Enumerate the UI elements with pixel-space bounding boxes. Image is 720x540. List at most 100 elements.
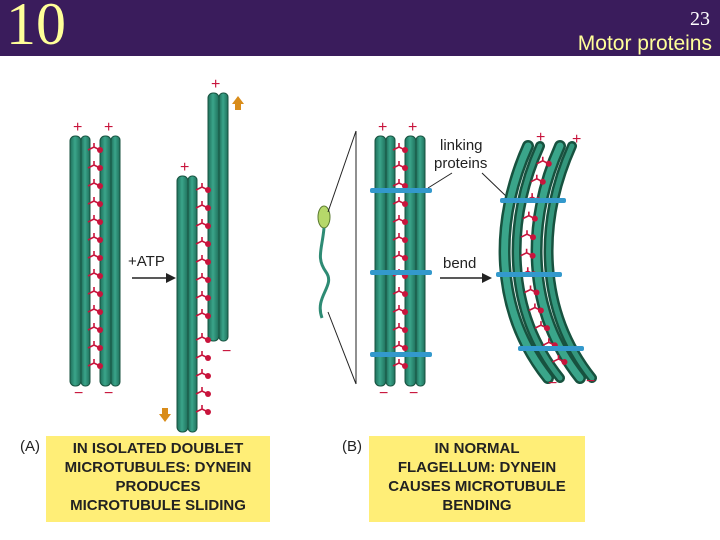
dynein-head bbox=[97, 345, 103, 351]
dynein-head bbox=[205, 391, 211, 397]
slide-number: 23 bbox=[690, 8, 710, 30]
dynein-head bbox=[97, 147, 103, 153]
dynein-head bbox=[97, 255, 103, 261]
dynein-head bbox=[402, 237, 408, 243]
linking-protein bbox=[370, 352, 432, 357]
dynein-head bbox=[97, 165, 103, 171]
linking-protein bbox=[370, 270, 432, 275]
dynein-head bbox=[205, 241, 211, 247]
dynein-head bbox=[545, 160, 552, 167]
dynein-head bbox=[531, 215, 538, 222]
microtubule-b1 bbox=[374, 135, 387, 387]
microtubule-slid-lower-2 bbox=[187, 175, 198, 433]
dynein-arms-a2 bbox=[195, 183, 211, 415]
dynein-head bbox=[539, 178, 546, 185]
dynein-head bbox=[402, 183, 408, 189]
dynein-head bbox=[402, 255, 408, 261]
dynein-head bbox=[205, 295, 211, 301]
caption-line: BENDING bbox=[442, 497, 512, 514]
microtubule-slid-lower-1 bbox=[176, 175, 189, 433]
minus-sign: − bbox=[586, 373, 595, 390]
dynein-head bbox=[205, 313, 211, 319]
dynein-head bbox=[205, 205, 211, 211]
linking-protein bbox=[370, 188, 432, 193]
dynein-head bbox=[529, 234, 536, 241]
linking-pointer-left bbox=[427, 172, 453, 189]
caption-line: IN ISOLATED DOUBLET bbox=[72, 440, 244, 457]
dynein-diagram: + + − − +ATP + + − − bbox=[69, 76, 597, 450]
panel-a-letter: (A) bbox=[20, 438, 40, 455]
caption-line: MICROTUBULES: DYNEIN bbox=[64, 459, 252, 476]
linking-proteins-label-line2: proteins bbox=[434, 155, 487, 172]
panel-a-diagram: + + − − +ATP + + − − bbox=[69, 76, 244, 450]
dynein-head bbox=[402, 291, 408, 297]
minus-sign: − bbox=[104, 385, 113, 402]
sperm-head-icon bbox=[317, 205, 331, 229]
microtubule-a1 bbox=[69, 135, 82, 387]
dynein-head bbox=[402, 327, 408, 333]
dynein-head bbox=[561, 358, 568, 365]
dynein-head bbox=[97, 219, 103, 225]
linking-protein bbox=[500, 198, 566, 203]
dynein-head bbox=[97, 237, 103, 243]
dynein-head bbox=[97, 201, 103, 207]
zoom-line-bottom bbox=[327, 311, 357, 385]
microtubule-slid-upper-1 bbox=[207, 92, 220, 342]
plus-sign: + bbox=[180, 159, 189, 176]
slide-up-arrow-icon bbox=[232, 96, 244, 110]
slide-down-arrow-icon bbox=[159, 408, 171, 422]
bend-label: bend bbox=[443, 255, 476, 272]
plus-sign: + bbox=[536, 129, 545, 146]
chapter-number: 10 bbox=[6, 0, 66, 57]
dynein-head bbox=[97, 327, 103, 333]
dynein-head bbox=[402, 201, 408, 207]
dynein-head bbox=[537, 307, 544, 314]
panel-b-diagram: + + − − linking proteins bend + + − − bbox=[317, 119, 597, 402]
microtubule-b4 bbox=[415, 135, 426, 387]
dynein-head bbox=[205, 223, 211, 229]
microtubule-a4 bbox=[110, 135, 121, 387]
zoom-line-top bbox=[327, 130, 357, 213]
plus-sign: + bbox=[73, 119, 82, 136]
dynein-head bbox=[205, 355, 211, 361]
microtubule-slid-upper-2 bbox=[218, 92, 229, 342]
atp-arrowhead bbox=[166, 273, 176, 283]
dynein-head bbox=[205, 259, 211, 265]
dynein-head bbox=[402, 165, 408, 171]
dynein-head bbox=[205, 409, 211, 415]
panel-b-letter: (B) bbox=[342, 438, 362, 455]
linking-proteins-label-line1: linking bbox=[440, 137, 483, 154]
plus-sign: + bbox=[572, 131, 581, 148]
dynein-head bbox=[205, 337, 211, 343]
title-bar: 10 23 Motor proteins bbox=[0, 0, 720, 56]
sperm-tail bbox=[318, 227, 331, 319]
dynein-head bbox=[205, 373, 211, 379]
dynein-head bbox=[402, 309, 408, 315]
linking-protein bbox=[518, 346, 584, 351]
minus-sign: − bbox=[409, 385, 418, 402]
dynein-arms-a1 bbox=[87, 143, 103, 369]
caption-line: FLAGELLUM: DYNEIN bbox=[397, 459, 557, 476]
dynein-head bbox=[543, 325, 550, 332]
plus-sign: + bbox=[378, 119, 387, 136]
microtubule-b2 bbox=[385, 135, 396, 387]
slide-title: Motor proteins bbox=[577, 32, 712, 55]
linking-protein bbox=[496, 272, 562, 277]
microtubule-a2 bbox=[80, 135, 91, 387]
minus-sign: − bbox=[379, 385, 388, 402]
linking-pointer-right bbox=[481, 172, 509, 199]
caption-line: PRODUCES bbox=[115, 478, 201, 495]
dynein-head bbox=[529, 252, 536, 259]
plus-sign: + bbox=[408, 119, 417, 136]
dynein-head bbox=[205, 187, 211, 193]
dynein-arms-b1 bbox=[392, 143, 408, 369]
caption-line: IN NORMAL bbox=[434, 440, 520, 457]
panel-b-caption: IN NORMAL FLAGELLUM: DYNEIN CAUSES MICRO… bbox=[369, 436, 585, 522]
dynein-head bbox=[402, 345, 408, 351]
dynein-head bbox=[97, 183, 103, 189]
plus-sign: + bbox=[104, 119, 113, 136]
dynein-head bbox=[97, 309, 103, 315]
panel-a-caption: IN ISOLATED DOUBLET MICROTUBULES: DYNEIN… bbox=[46, 436, 270, 522]
dynein-head bbox=[402, 147, 408, 153]
atp-label: +ATP bbox=[128, 253, 165, 270]
